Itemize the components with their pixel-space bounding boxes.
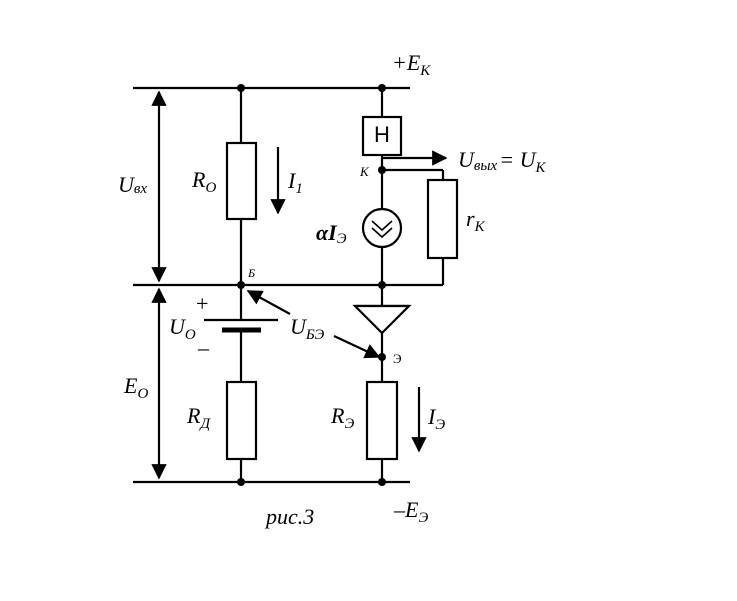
chevron-down-icon <box>371 220 393 232</box>
node-e-label: Э <box>393 351 402 366</box>
r-d-label: RД <box>186 403 211 432</box>
load-box <box>361 115 403 157</box>
r-e-label: RЭ <box>330 403 354 432</box>
u-be-label: UБЭ <box>290 314 325 343</box>
resistor-r-o <box>225 141 258 221</box>
resistor-r-e <box>365 380 399 461</box>
u-be-arrow-base <box>246 290 291 315</box>
ie-label: IЭ <box>427 404 445 433</box>
r-o-label: RO <box>191 167 216 196</box>
junction-dot <box>237 84 245 92</box>
node-b-label: Б <box>247 266 255 280</box>
supply-positive-label: +EК <box>392 50 431 79</box>
i1-label: I1 <box>287 168 303 197</box>
diode-triangle <box>352 304 412 335</box>
node-k-label: К <box>359 164 370 179</box>
u-in-label: Uвх <box>118 172 147 197</box>
chevron-down-icon <box>371 227 393 239</box>
node-b-dot <box>237 281 245 289</box>
battery-minus-sign: – <box>197 335 210 360</box>
battery-plus-sign: + <box>196 291 208 316</box>
node-e-dot <box>378 353 386 361</box>
junction-dot <box>378 84 386 92</box>
junction-dot <box>378 281 386 289</box>
figure-caption: рис.3 <box>264 504 314 529</box>
current-source-label: αIЭ <box>316 220 347 247</box>
supply-negative-label: –EЭ <box>393 497 428 526</box>
e-o-label: EO <box>123 373 148 402</box>
load-label: Н <box>374 122 390 147</box>
u-out-label: Uвых= UК <box>458 147 546 176</box>
junction-dot <box>237 478 245 486</box>
u-o-label: UO <box>169 314 196 343</box>
node-k-dot <box>378 166 386 174</box>
resistor-r-d <box>225 380 258 461</box>
current-source <box>361 207 403 249</box>
resistor-r-k <box>426 178 459 260</box>
u-be-arrow-emitter <box>333 335 381 359</box>
r-k-label: rК <box>466 206 486 235</box>
junction-dot <box>378 478 386 486</box>
